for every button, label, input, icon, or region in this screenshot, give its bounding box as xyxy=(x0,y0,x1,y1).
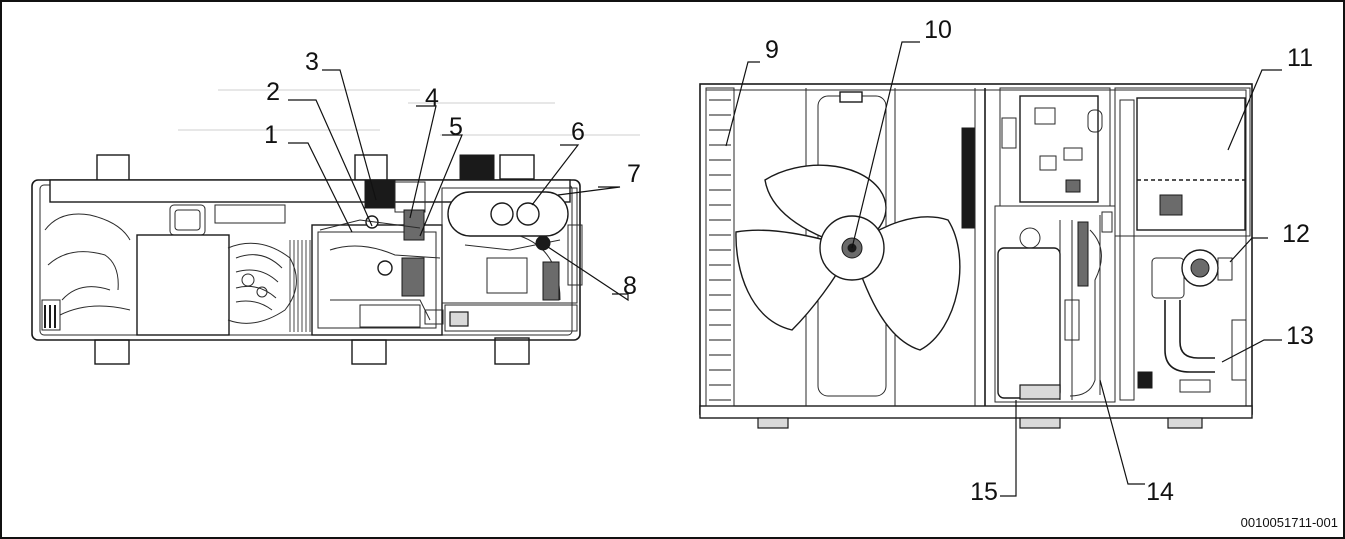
callout-labels: 1 2 3 4 5 6 7 8 9 10 11 12 13 14 15 xyxy=(264,16,1314,506)
figure-reference-code: 0010051711-001 xyxy=(1241,515,1338,530)
callout-1: 1 xyxy=(264,121,278,149)
callout-11: 11 xyxy=(1287,44,1313,72)
callout-10: 10 xyxy=(924,16,952,44)
left-leader-lines xyxy=(288,69,629,302)
callout-2: 2 xyxy=(266,78,280,106)
callout-13: 13 xyxy=(1286,322,1314,350)
callout-12: 12 xyxy=(1282,220,1310,248)
callout-6: 6 xyxy=(571,118,585,146)
callout-8: 8 xyxy=(623,272,637,300)
callout-4: 4 xyxy=(425,84,439,112)
callout-9: 9 xyxy=(765,36,779,64)
callout-3: 3 xyxy=(305,48,319,76)
callout-14: 14 xyxy=(1146,478,1174,506)
callout-5: 5 xyxy=(449,113,463,141)
callout-7: 7 xyxy=(627,160,641,188)
callout-15: 15 xyxy=(970,478,998,506)
top-view-drawing xyxy=(31,89,640,365)
front-view-drawing xyxy=(699,83,1253,429)
right-leader-lines xyxy=(725,41,1282,497)
